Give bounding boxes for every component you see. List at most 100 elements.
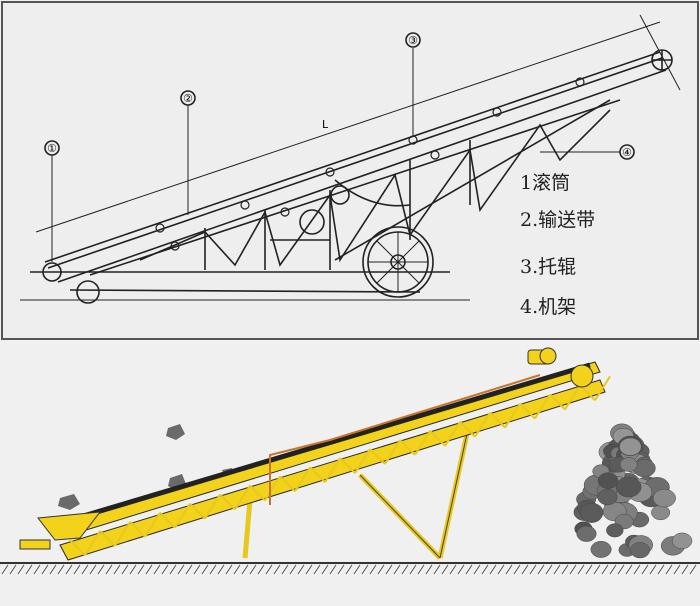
ground-hatch: [497, 564, 505, 575]
ground-hatch: [209, 564, 217, 575]
rock: [576, 525, 597, 542]
ground-hatch: [409, 564, 417, 575]
schematic-panel: ① ② ③ ④ L: [1, 1, 699, 340]
ground-hatch: [161, 564, 169, 575]
ground-hatch: [57, 564, 65, 575]
ground-hatch: [617, 564, 625, 575]
ground-hatch: [513, 564, 521, 575]
callout-2: ②: [183, 92, 193, 105]
truss-member: [519, 402, 536, 420]
ground-hatch: [649, 564, 657, 575]
rock: [590, 540, 612, 558]
ground-hatch: [313, 564, 321, 575]
truss-member: [489, 411, 506, 429]
rock: [630, 542, 650, 559]
truss-member: [594, 375, 611, 401]
ground-hatch: [465, 564, 473, 575]
callout-1: ①: [47, 142, 57, 155]
ground-hatch: [9, 564, 17, 575]
ground-hatch: [17, 564, 25, 575]
ground-hatch: [353, 564, 361, 575]
rock: [615, 476, 642, 498]
truss-member: [234, 484, 251, 511]
ground-hatch: [73, 564, 81, 575]
ground-hatch: [81, 564, 89, 575]
ground-hatch: [257, 564, 265, 575]
ground-hatch: [89, 564, 97, 575]
ground-hatch: [217, 564, 225, 575]
truss-member: [219, 493, 236, 511]
ground-hatch: [1, 564, 9, 575]
ground-hatch: [473, 564, 481, 575]
ground-hatch: [657, 564, 665, 575]
truss-member: [579, 384, 596, 402]
ground-hatch: [65, 564, 73, 575]
ground-hatch: [105, 564, 113, 575]
ground-hatch: [609, 564, 617, 575]
ground-hatch: [377, 564, 385, 575]
ground-hatch: [265, 564, 273, 575]
legend-item: 2.输送带: [520, 209, 596, 231]
ground-hatch: [137, 564, 145, 575]
truss-member: [264, 475, 281, 501]
wheel: [362, 226, 434, 298]
ground-hatch: [145, 564, 153, 575]
illustration-panel: [0, 343, 700, 606]
ground-hatch: [529, 564, 537, 575]
ground-hatch: [297, 564, 305, 575]
truss-member: [204, 494, 221, 520]
ground-hatch: [329, 564, 337, 575]
truss-member: [399, 439, 416, 456]
rock: [606, 523, 624, 538]
truss-member: [429, 430, 446, 447]
truss-member: [384, 439, 401, 465]
ground-hatch: [369, 564, 377, 575]
ground-hatch: [121, 564, 129, 575]
ground-hatch: [689, 564, 697, 575]
ground-hatch: [337, 564, 345, 575]
truss-member: [159, 511, 176, 529]
truss-member: [114, 521, 131, 547]
truss-member: [249, 484, 266, 502]
ground-hatch: [489, 564, 497, 575]
ground-hatch: [201, 564, 209, 575]
truss-member: [189, 502, 206, 520]
belt-top: [44, 51, 661, 263]
truss-member: [354, 448, 371, 474]
truss-member: [459, 420, 476, 438]
truss-member: [279, 475, 296, 493]
ground-hatch: [177, 564, 185, 575]
ground-hatch: [417, 564, 425, 575]
ground-hatch: [545, 564, 553, 575]
truss-member: [129, 521, 146, 538]
ground-hatch: [449, 564, 457, 575]
ground-hatch: [345, 564, 353, 575]
truss-member: [339, 457, 356, 474]
truss-member: [144, 512, 161, 538]
ground-hatch: [281, 564, 289, 575]
rock: [580, 502, 604, 522]
ground-hatch: [593, 564, 601, 575]
ground-hatch: [129, 564, 137, 575]
ground-hatch: [601, 564, 609, 575]
ground-hatch: [33, 564, 41, 575]
rock: [597, 489, 618, 506]
rock: [651, 504, 670, 521]
ground-hatch: [393, 564, 401, 575]
ground-hatch: [401, 564, 409, 575]
ground-hatch: [233, 564, 241, 575]
rock: [671, 532, 693, 550]
head-pulley: [42, 262, 62, 282]
ground-hatch: [521, 564, 529, 575]
rock: [619, 437, 642, 456]
legend-item: 3.托辊: [520, 256, 577, 278]
ground-hatch: [553, 564, 561, 575]
truss-member: [309, 466, 326, 483]
ground-hatch: [457, 564, 465, 575]
ground-hatch: [641, 564, 649, 575]
legend-item: 4.机架: [520, 296, 577, 318]
ground-hatch: [241, 564, 249, 575]
rock-pile: [573, 423, 693, 559]
ground-hatch: [441, 564, 449, 575]
